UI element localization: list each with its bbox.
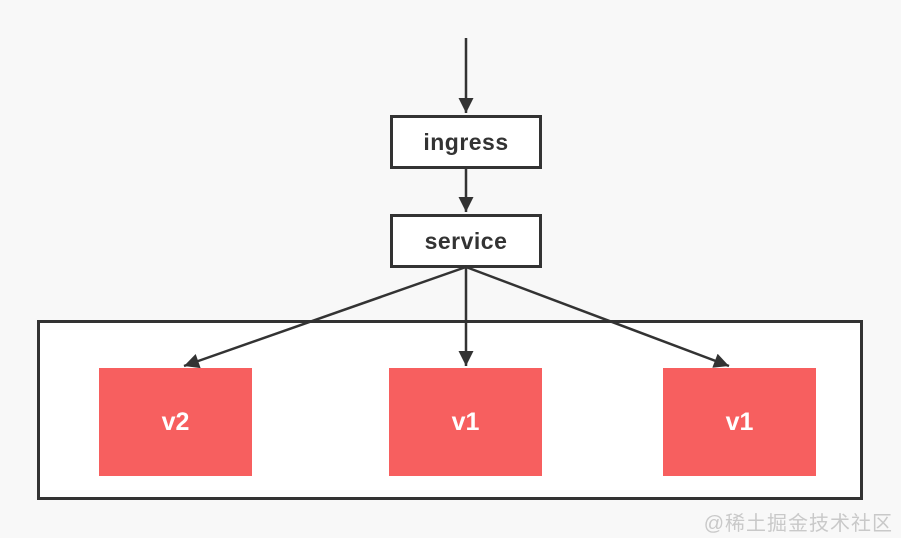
- ingress-node-label: ingress: [423, 128, 509, 155]
- pod-v1-middle: v1: [389, 368, 542, 476]
- ingress-node: ingress: [390, 115, 542, 169]
- service-node-label: service: [424, 227, 508, 254]
- service-node: service: [390, 214, 542, 268]
- pod-v2: v2: [99, 368, 252, 476]
- pod-v1-right-label: v1: [725, 407, 754, 436]
- pod-v1-middle-label: v1: [451, 407, 480, 436]
- watermark: @稀土掘金技术社区: [703, 513, 893, 535]
- pod-v1-right: v1: [663, 368, 816, 476]
- pod-v2-label: v2: [161, 407, 190, 436]
